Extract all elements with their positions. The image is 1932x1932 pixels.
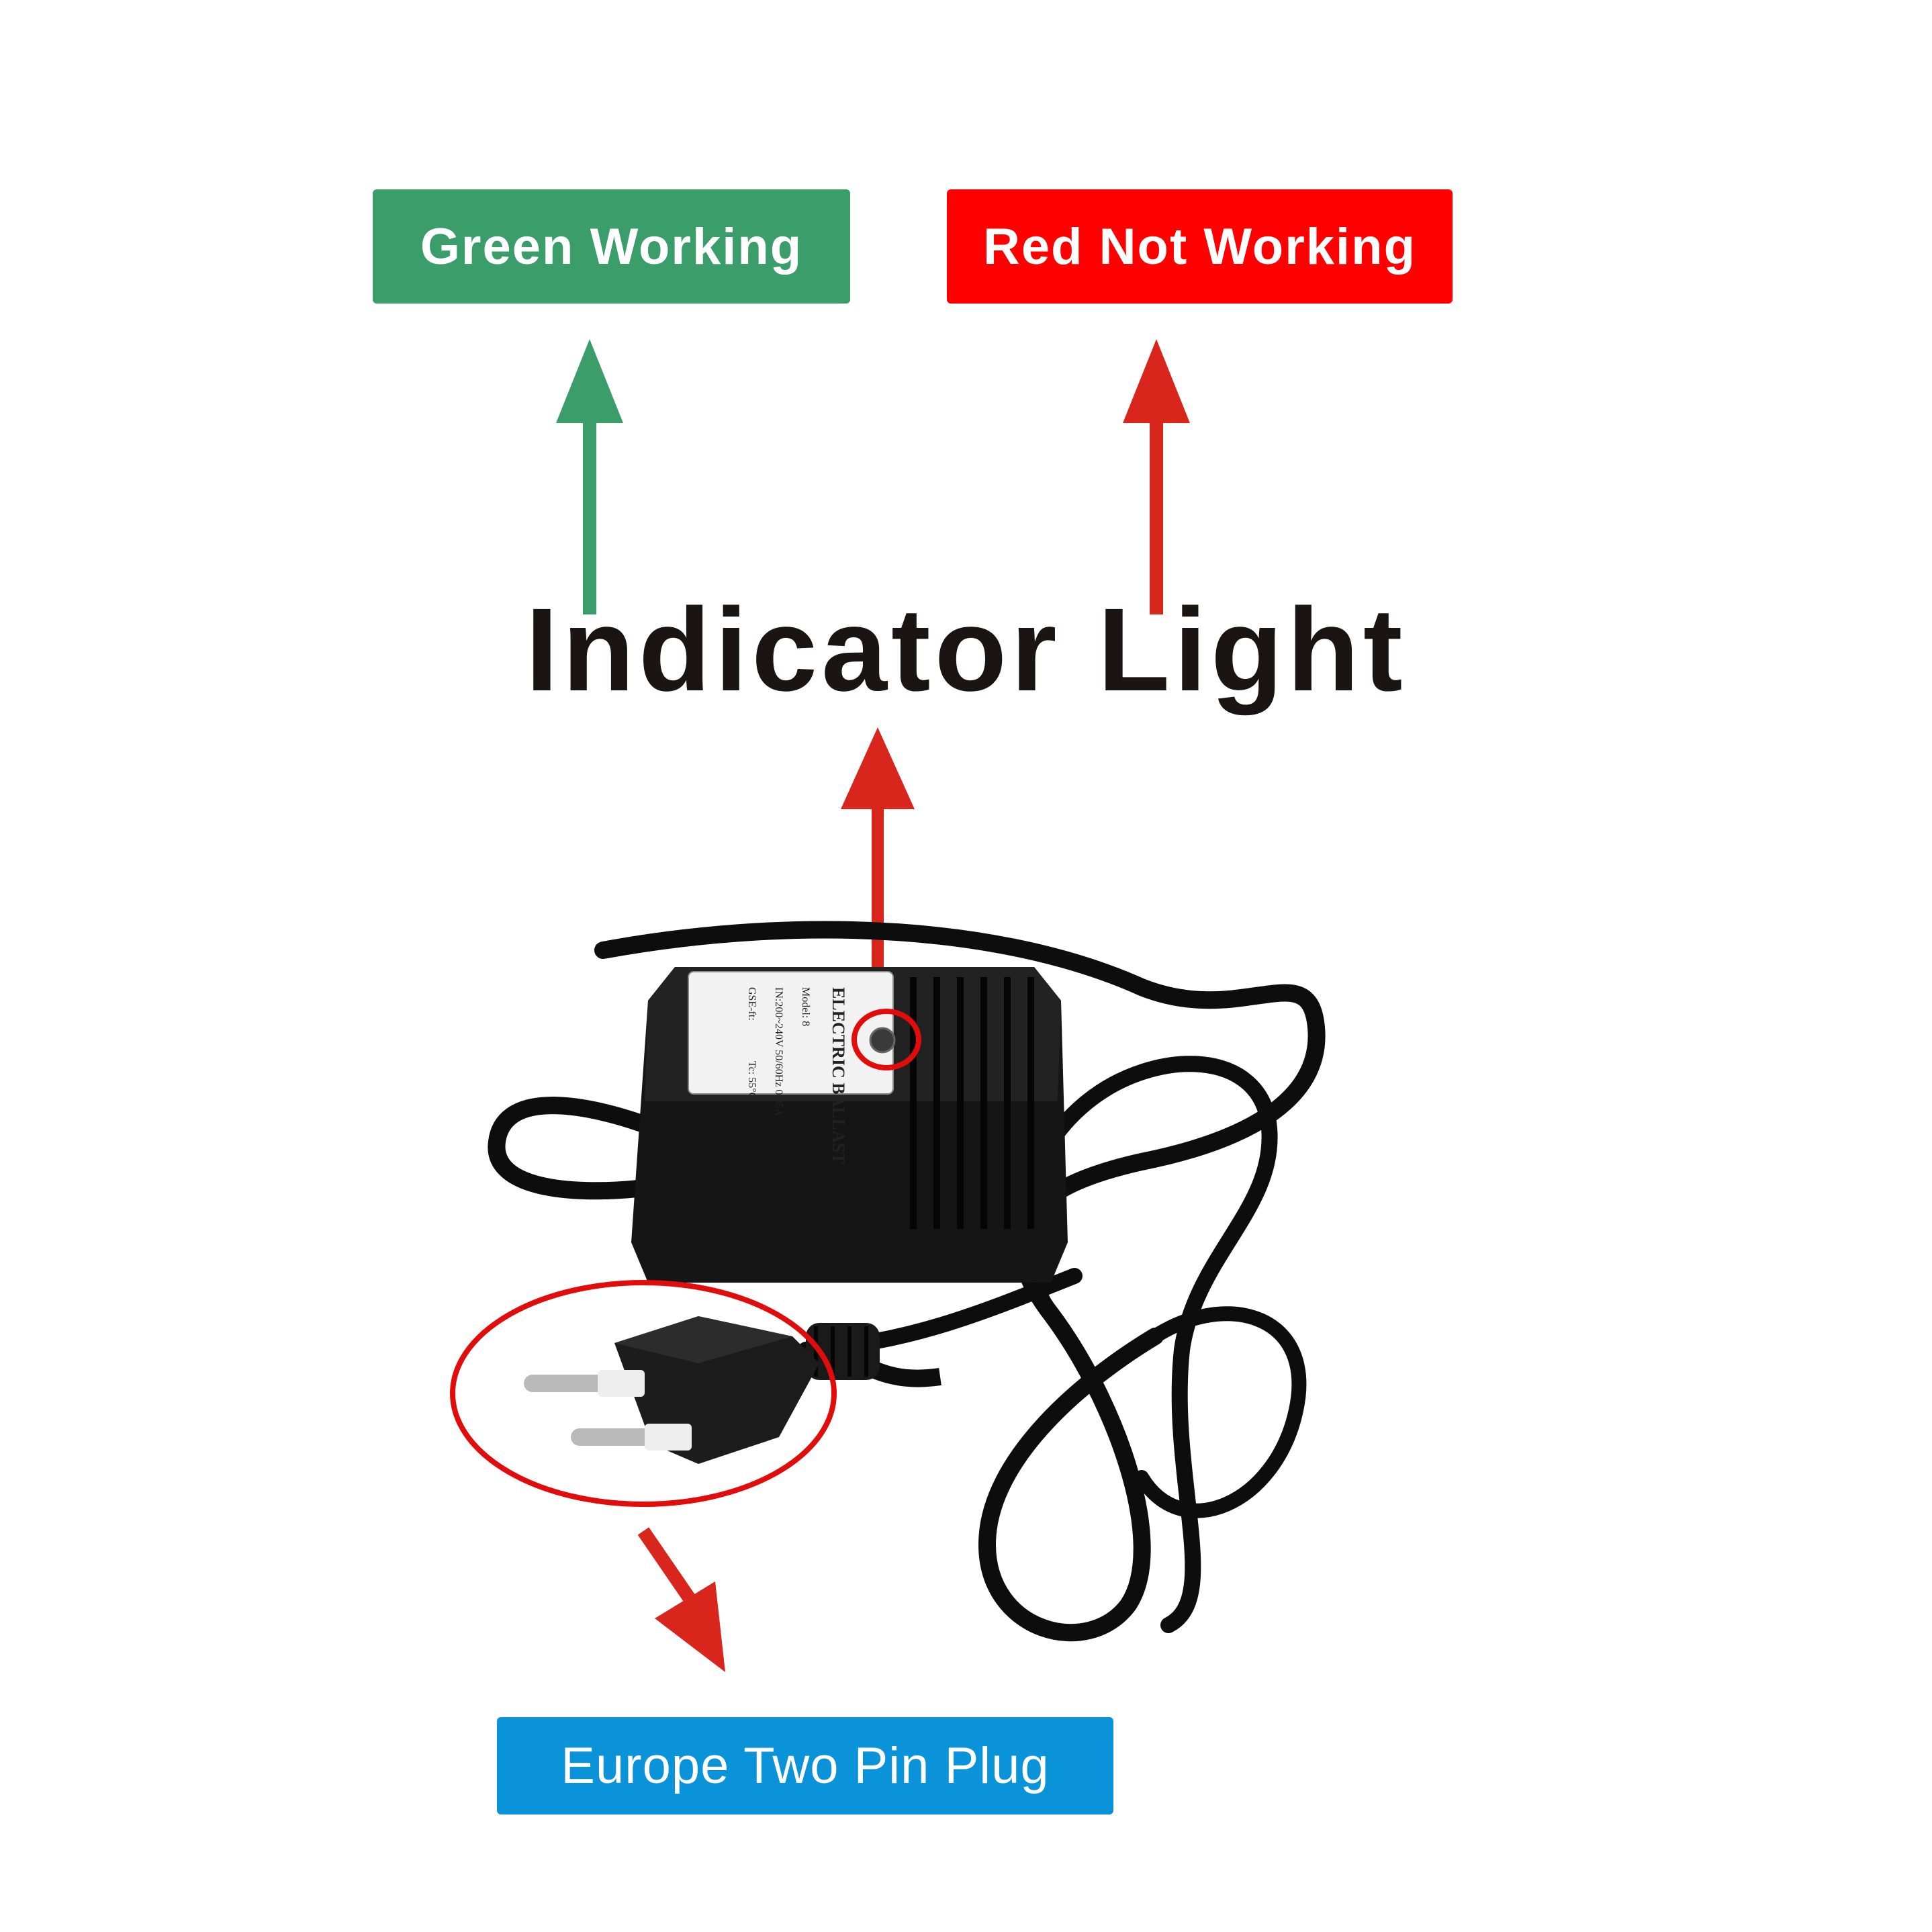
label-line-1: ELECTRIC BALLAST	[829, 987, 848, 1164]
europe-plug-badge: Europe Two Pin Plug	[497, 1717, 1113, 1814]
label-line-5: Tc: 55°C	[746, 1061, 757, 1099]
label-line-4: GSE-ft:	[746, 987, 757, 1021]
indicator-light-title: Indicator Light	[525, 584, 1407, 716]
plug-highlight-ellipse	[450, 1280, 837, 1507]
plug-arrow-icon	[637, 1527, 725, 1672]
indicator-highlight-ellipse	[852, 1009, 921, 1070]
euro-plug-icon	[524, 1316, 819, 1464]
ballast-transformer: ELECTRIC BALLAST Model: 8 IN:200~240V 50…	[631, 967, 1068, 1283]
red-arrow-icon	[1123, 339, 1190, 614]
europe-plug-label: Europe Two Pin Plug	[561, 1737, 1050, 1794]
green-working-badge: Green Working	[373, 189, 850, 304]
red-not-working-badge: Red Not Working	[947, 189, 1453, 304]
product-label: ELECTRIC BALLAST Model: 8 IN:200~240V 50…	[688, 971, 894, 1164]
indicator-led-icon	[869, 1027, 896, 1054]
label-line-2: Model: 8	[800, 987, 811, 1026]
red-not-working-label: Red Not Working	[982, 218, 1416, 275]
label-line-3: IN:200~240V 50/60Hz 0.05A	[773, 987, 784, 1116]
indicator-arrow-icon	[841, 727, 915, 1014]
green-arrow-icon	[556, 339, 623, 614]
green-working-label: Green Working	[420, 218, 803, 275]
